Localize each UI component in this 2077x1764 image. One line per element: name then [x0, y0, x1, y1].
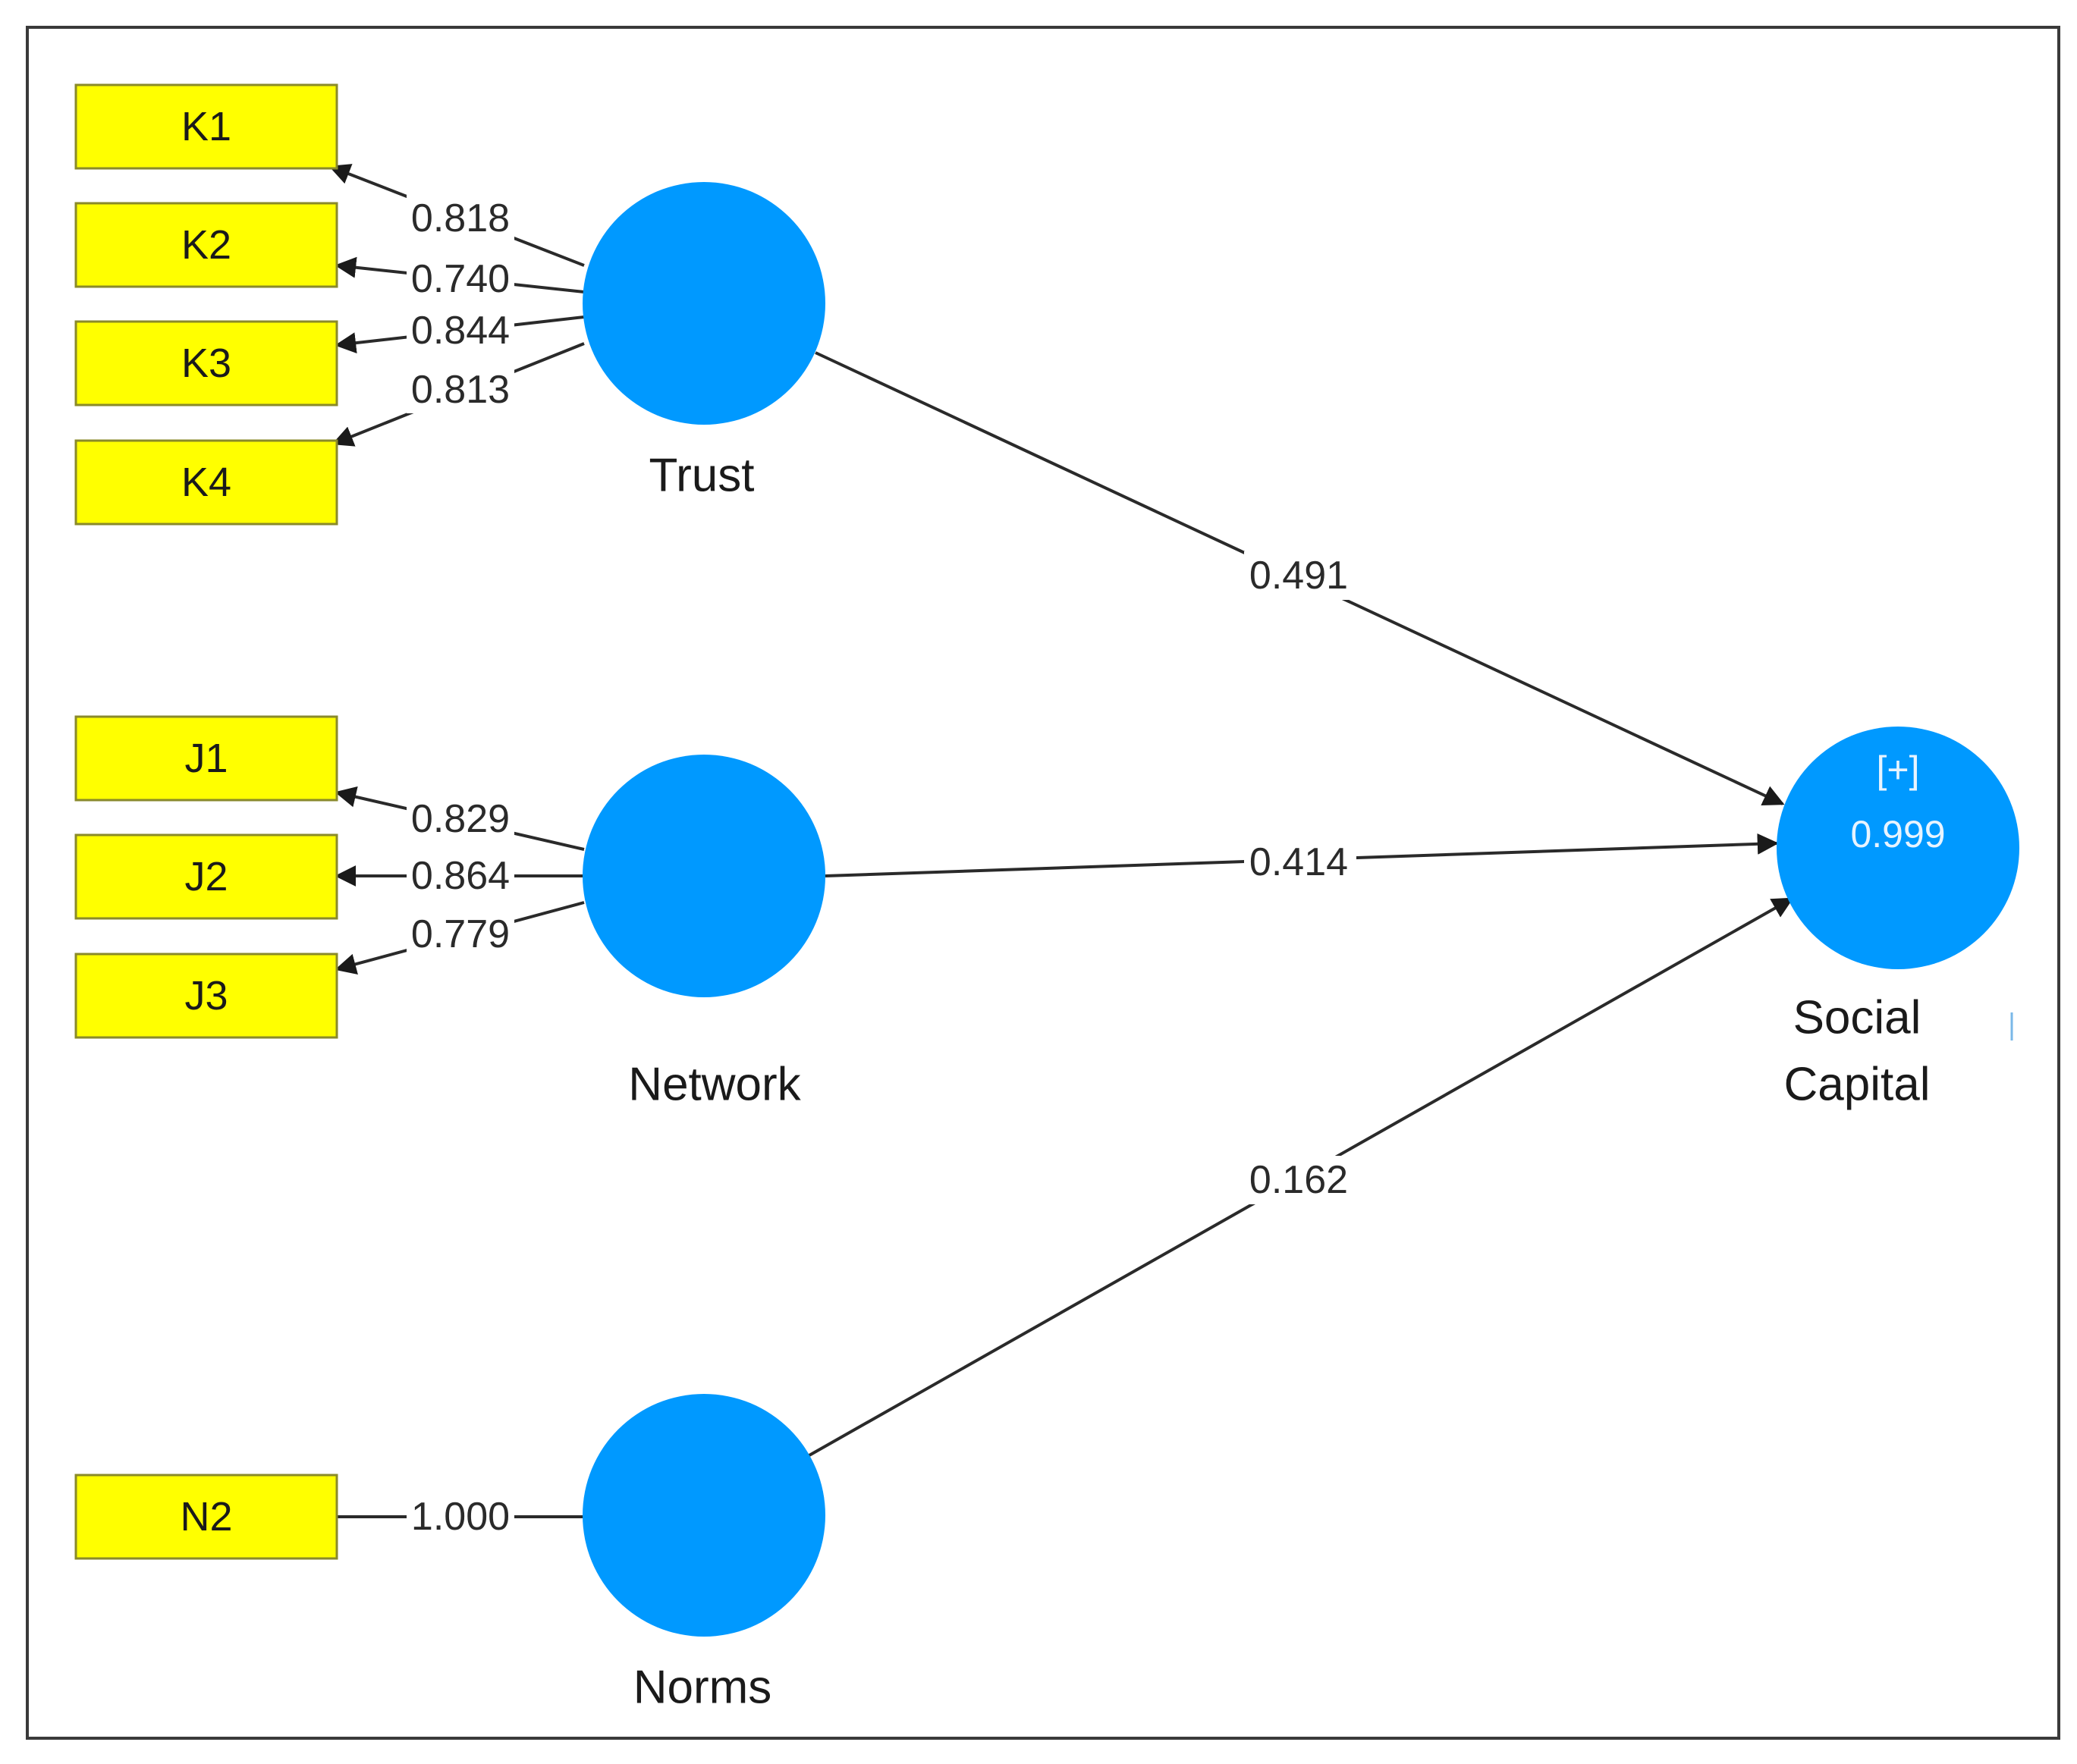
structural-paths: 0.491 0.414 0.162 — [807, 351, 1794, 1458]
construct-label-network: Network — [628, 1059, 801, 1111]
indicator-k1[interactable]: K1 — [74, 83, 338, 170]
loading-label-k2: 0.740 — [411, 257, 510, 301]
indicator-boxes: K1 K2 K3 K4 J1 J2 J3 N2 — [74, 83, 338, 1560]
diagram-frame — [26, 26, 2060, 1740]
trust-loadings: 0.818 0.740 0.844 0.813 — [328, 164, 585, 447]
construct-social-capital[interactable]: [+] 0.999 Social Capital — [1777, 727, 2019, 1111]
loading-label-n2: 1.000 — [411, 1495, 510, 1539]
construct-norms[interactable]: Norms — [583, 1394, 825, 1714]
construct-network[interactable]: Network — [583, 755, 825, 1111]
indicator-label: K4 — [181, 460, 231, 505]
path-label-trust: 0.491 — [1249, 554, 1348, 598]
indicator-label: J3 — [184, 973, 228, 1019]
loading-label-j3: 0.779 — [411, 912, 510, 956]
indicator-label: K3 — [181, 341, 231, 386]
construct-circle — [583, 182, 825, 425]
indicator-k2[interactable]: K2 — [74, 202, 338, 288]
r-squared-value: 0.999 — [1850, 813, 1945, 855]
indicator-j1[interactable]: J1 — [74, 715, 338, 802]
construct-label-norms: Norms — [633, 1662, 772, 1714]
indicator-j2[interactable]: J2 — [74, 833, 338, 920]
loading-label-j2: 0.864 — [411, 854, 510, 898]
construct-circle — [1777, 727, 2019, 969]
indicator-label: K1 — [181, 104, 231, 149]
indicator-label: N2 — [180, 1494, 232, 1540]
construct-label-capital: Capital — [1784, 1059, 1931, 1111]
loading-label-k4: 0.813 — [411, 368, 510, 412]
path-label-network: 0.414 — [1249, 840, 1348, 884]
construct-label-trust: Trust — [649, 450, 755, 502]
indicator-k3[interactable]: K3 — [74, 320, 338, 406]
construct-circle — [583, 755, 825, 997]
loading-label-j1: 0.829 — [411, 797, 510, 841]
norms-loadings: 1.000 — [337, 1493, 584, 1540]
indicator-j3[interactable]: J3 — [74, 953, 338, 1039]
path-label-norms: 0.162 — [1249, 1158, 1348, 1202]
construct-label-social: Social — [1793, 992, 1921, 1044]
construct-circle — [583, 1394, 825, 1637]
indicator-label: J2 — [184, 854, 228, 899]
indicator-k4[interactable]: K4 — [74, 439, 338, 526]
construct-trust[interactable]: Trust — [583, 182, 825, 502]
indicator-n2[interactable]: N2 — [74, 1474, 338, 1560]
indicator-label: K2 — [181, 222, 231, 268]
loading-label-k1: 0.818 — [411, 196, 510, 240]
expand-marker[interactable]: [+] — [1877, 749, 1920, 791]
network-loadings: 0.829 0.864 0.779 — [335, 786, 585, 975]
loading-label-k3: 0.844 — [411, 309, 510, 353]
indicator-label: J1 — [184, 736, 228, 781]
